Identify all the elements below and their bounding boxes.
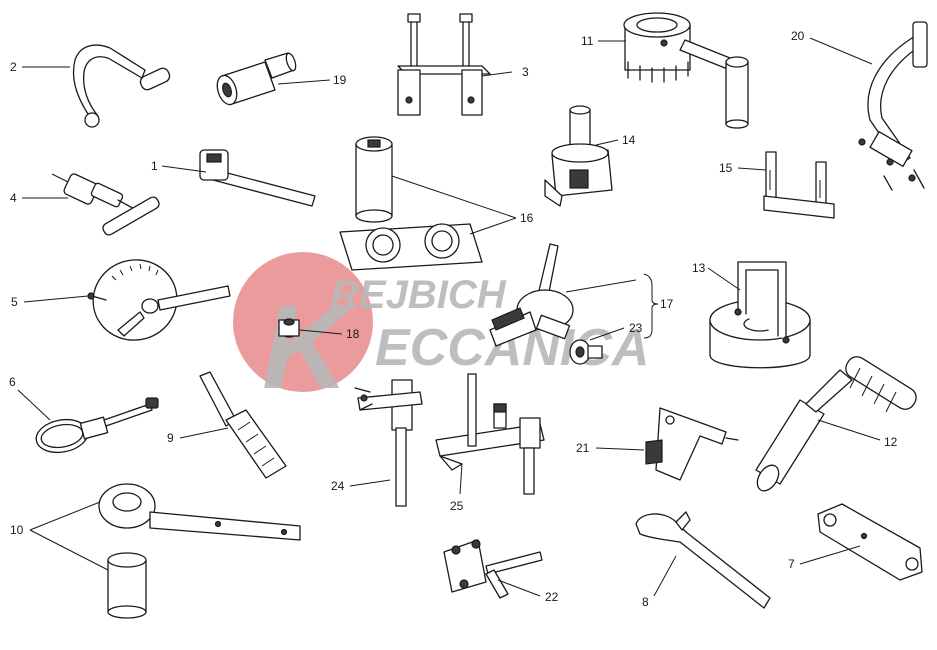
bracket-studs-tool [397,13,491,116]
adapter-collet [569,339,603,365]
socket-and-plate-set [339,136,483,271]
callout-7: 7 [788,557,795,571]
callout-15: 15 [719,161,733,175]
callout-8: 8 [642,595,649,609]
strap-wrench-tool [35,397,159,454]
gauge-fork-tool [763,151,835,219]
watermark-line1: REJBICH [330,273,507,317]
valve-spring-compressor [489,243,574,347]
dial-gauge-stand [354,379,423,507]
callout-17: 17 [660,297,674,311]
gauge-bridge-tool [435,373,545,495]
crank-handle-tool [72,44,171,128]
degree-wheel-tool [87,259,231,341]
drift-punch-tool [199,371,287,479]
callout-5: 5 [11,295,18,309]
leader-lines [17,37,881,597]
flywheel-puller-tool [544,105,613,207]
spanner-wrench-tool [199,149,316,207]
angled-bracket-tool [645,407,739,481]
cam-pulley-holder [443,539,543,599]
ratchet-handle-tool [755,356,917,492]
watermark: K REJBICH ECCANICA [233,252,649,414]
watermark-emblem [233,252,373,392]
callout-25: 25 [450,499,464,513]
bell-puller-tool [709,261,811,369]
small-bushing-tool [278,318,300,338]
hook-spanner-tool [635,511,771,609]
t-handle-puller-tool [51,173,160,236]
arc-support-tool [858,21,928,191]
callout-12: 12 [884,435,898,449]
callout-9: 9 [167,431,174,445]
callout-6: 6 [9,375,16,389]
callout-4: 4 [10,191,17,205]
pin-socket-tool [216,52,297,106]
clutch-holder-tool [623,12,749,129]
callout-2: 2 [10,60,17,74]
callout-labels: 1 2 3 4 5 6 7 8 9 10 11 12 13 14 15 16 1… [9,29,898,609]
callout-1: 1 [151,159,158,173]
callout-20: 20 [791,29,805,43]
callout-18: 18 [346,327,360,341]
callout-22: 22 [545,590,559,604]
callout-3: 3 [522,65,529,79]
callout-16: 16 [520,211,534,225]
callout-13: 13 [692,261,706,275]
callout-21: 21 [576,441,590,455]
locking-plate-tool [817,503,923,581]
ring-nut-wrench-set [98,483,301,619]
callout-23: 23 [629,321,643,335]
callout-19: 19 [333,73,347,87]
callout-24: 24 [331,479,345,493]
callout-10: 10 [10,523,24,537]
callout-14: 14 [622,133,636,147]
callout-11: 11 [581,34,594,48]
watermark-emblem-letter: K [262,280,356,414]
